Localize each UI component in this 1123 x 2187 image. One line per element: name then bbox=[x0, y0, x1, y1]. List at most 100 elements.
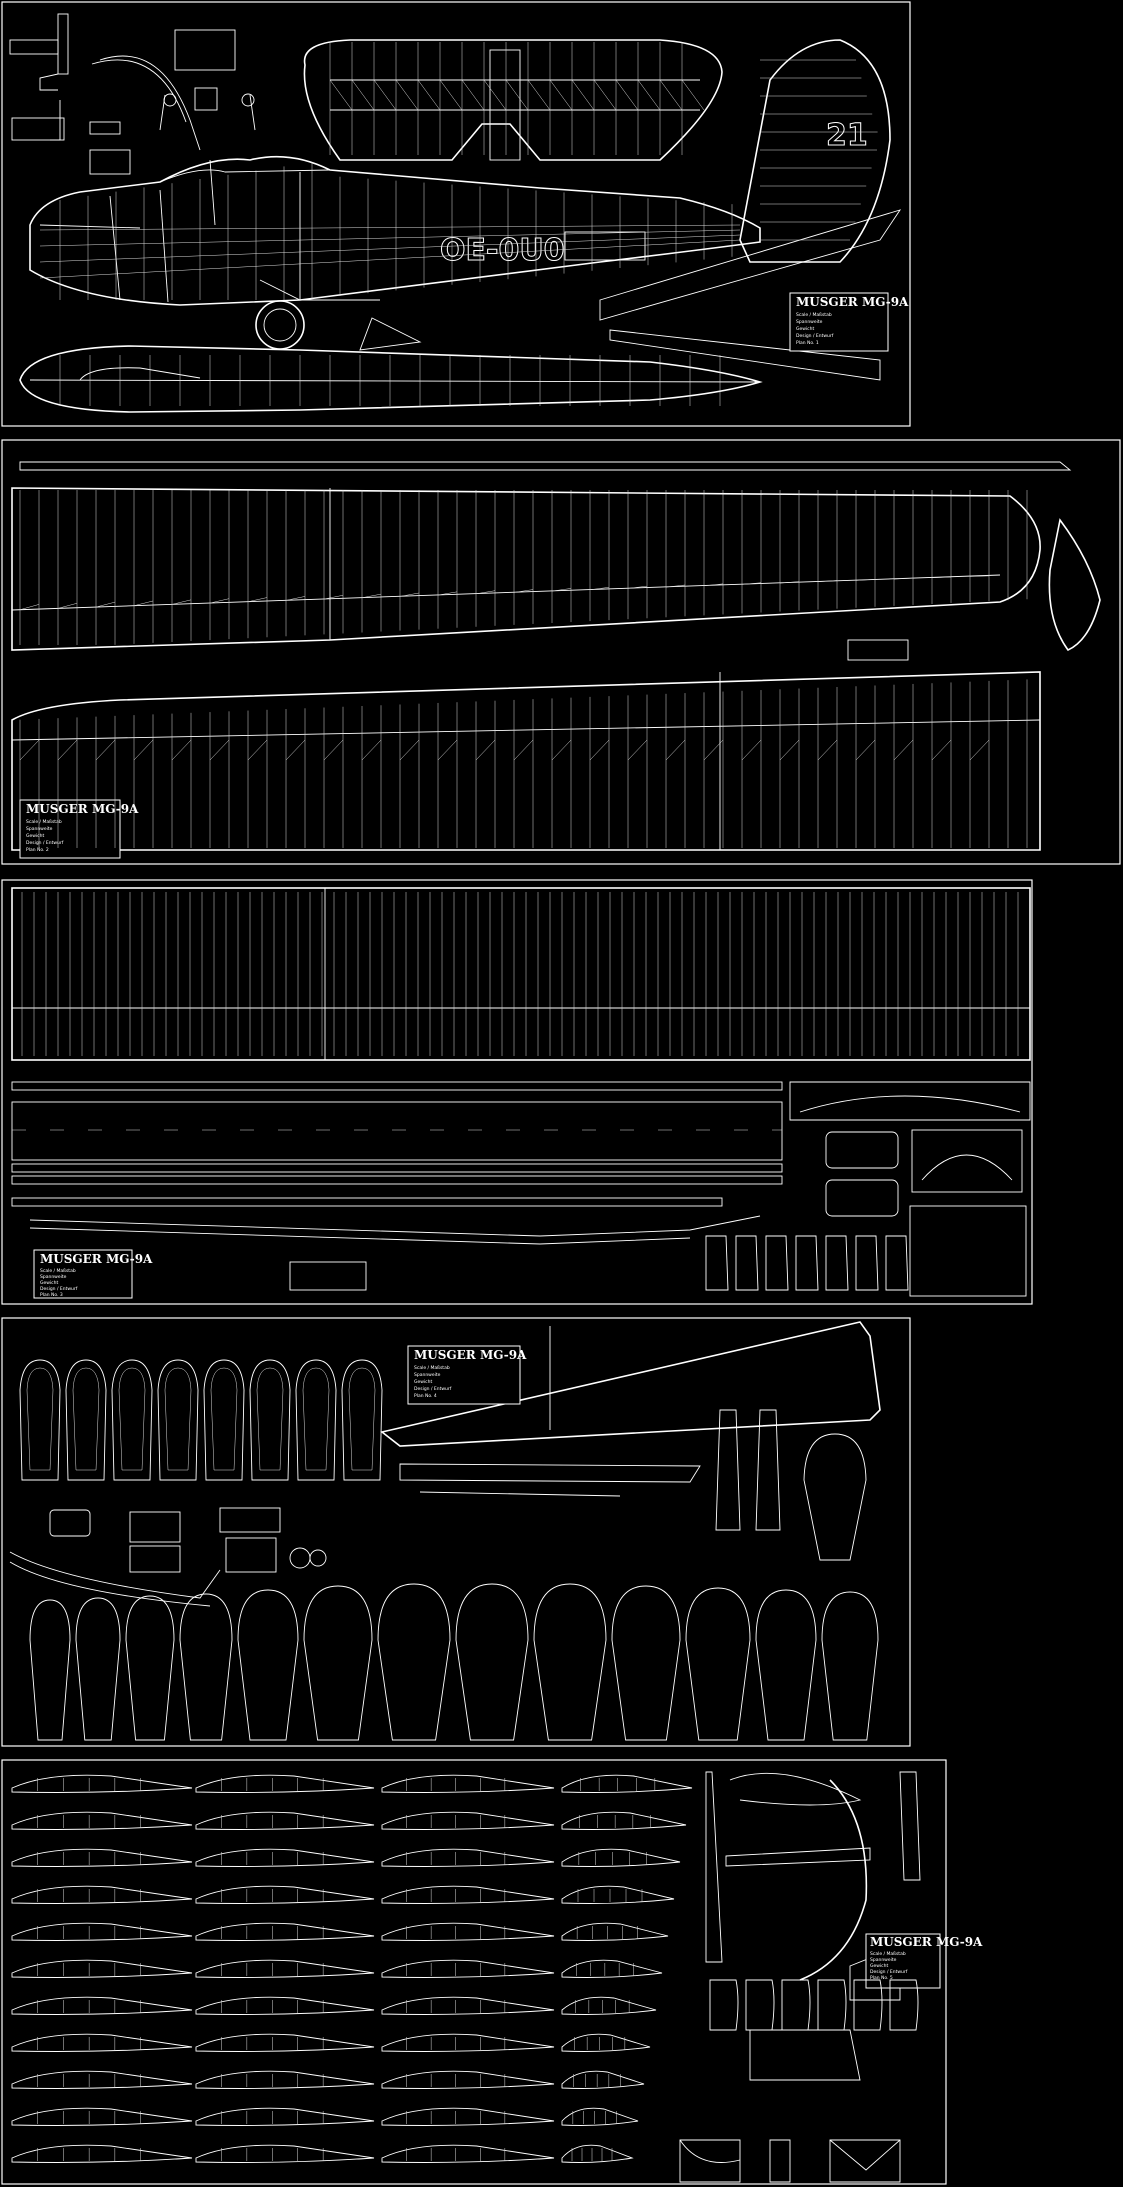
title-block-1-line-2: Spannweite bbox=[796, 319, 823, 325]
wing-rib-profile bbox=[11, 1959, 193, 1978]
wing-rib-profile bbox=[561, 1774, 693, 1793]
wing-diagonal bbox=[57, 603, 78, 609]
small-fittings bbox=[49, 1507, 327, 1573]
rib-part bbox=[855, 1235, 879, 1291]
wing-diagonal bbox=[741, 739, 762, 761]
wing-rib-profile bbox=[11, 2070, 193, 2089]
wing-diagonal bbox=[551, 588, 572, 592]
rib-panel bbox=[11, 887, 1031, 1061]
wing-rib-profile bbox=[381, 1996, 555, 2015]
detail-parts bbox=[9, 13, 256, 175]
rudder-frame-parts bbox=[679, 2029, 901, 2183]
fuselage-stringer bbox=[39, 224, 741, 231]
stabilizer-diagonal bbox=[549, 79, 573, 111]
wing-diagonal bbox=[399, 739, 420, 761]
wing-rib-profile bbox=[11, 1922, 193, 1941]
title-block-3-line-2: Spannweite bbox=[40, 1274, 67, 1280]
wing-rib-profile bbox=[195, 1959, 375, 1978]
title-block-2-line-3: Gewicht bbox=[26, 833, 45, 839]
title-block-1-line-3: Gewicht bbox=[796, 326, 815, 332]
fuselage-former-inner bbox=[210, 1367, 238, 1471]
wing-diagonal bbox=[703, 739, 724, 761]
title-block-4-line-1: Scale / Maßstab bbox=[414, 1365, 450, 1371]
wing-rib-profile bbox=[561, 1811, 687, 1830]
title-block-1: MUSGER MG-9A Scale / Maßstab Spannweite … bbox=[789, 292, 909, 352]
generated-parts bbox=[11, 42, 1028, 2163]
fuselage-former bbox=[295, 1359, 337, 1481]
rib-part bbox=[765, 1235, 789, 1291]
stabilizer-diagonal bbox=[351, 79, 375, 111]
wing-rib-profile bbox=[195, 2070, 375, 2089]
fuselage-former bbox=[611, 1585, 681, 1741]
wing-diagonal bbox=[171, 739, 192, 761]
wing-diagonal bbox=[855, 579, 876, 581]
title-block-2-line-5: Plan No. 2 bbox=[26, 847, 49, 853]
wing-diagonal bbox=[589, 587, 610, 591]
sheet-5: MUSGER MG-9A Scale / Maßstab Spannweite … bbox=[1, 1759, 983, 2185]
wing-rib-profile bbox=[11, 1885, 193, 1904]
wing-diagonal bbox=[171, 599, 192, 605]
wing-diagonal bbox=[893, 739, 914, 761]
wing-rib-profile bbox=[11, 1848, 193, 1867]
stabilizer-diagonal bbox=[681, 79, 705, 111]
fuselage-former bbox=[377, 1583, 451, 1741]
wing-diagonal bbox=[95, 601, 116, 608]
fuselage-former bbox=[75, 1597, 121, 1741]
wing-diagonal bbox=[323, 739, 344, 761]
canopy-frame-parts bbox=[789, 1081, 1031, 1297]
stabilizer-diagonal bbox=[329, 79, 353, 111]
title-block-5: MUSGER MG-9A Scale / Maßstab Spannweite … bbox=[865, 1933, 983, 1989]
wing-rib-profile bbox=[561, 2033, 651, 2052]
fuselage-former bbox=[237, 1589, 299, 1741]
wing-diagonal bbox=[931, 576, 952, 579]
fuselage-side-view bbox=[29, 155, 761, 351]
stabilizer-diagonal bbox=[395, 79, 419, 111]
fuselage-former bbox=[755, 1589, 817, 1741]
title-block-5-line-2: Spannweite bbox=[870, 1957, 897, 1963]
wing-rib-profile bbox=[561, 2107, 639, 2126]
title-block-2-line-2: Spannweite bbox=[26, 826, 53, 832]
wing-rib-profile bbox=[561, 1848, 681, 1867]
wing-rib-profile bbox=[561, 2070, 645, 2089]
wing-diagonal bbox=[285, 739, 306, 761]
rudder-rib bbox=[889, 1979, 919, 2031]
fuselage-former-inner bbox=[348, 1367, 376, 1471]
wing-diagonal bbox=[95, 739, 116, 761]
wing-rib-profile bbox=[195, 2107, 375, 2126]
wing-rib-profile bbox=[195, 1922, 375, 1941]
rib-part bbox=[795, 1235, 819, 1291]
fuselage-former bbox=[249, 1359, 291, 1481]
fuselage-former bbox=[111, 1359, 153, 1481]
wing-diagonal bbox=[247, 739, 268, 761]
wing-rib-profile bbox=[561, 1959, 663, 1978]
wing-diagonal bbox=[399, 592, 420, 597]
fuselage-former bbox=[125, 1595, 175, 1741]
wing-diagonal bbox=[551, 739, 572, 761]
wing-diagonal bbox=[513, 739, 534, 761]
wing-diagonal bbox=[817, 739, 838, 761]
stabilizer-diagonal bbox=[615, 79, 639, 111]
fin-number: 21 bbox=[826, 118, 868, 153]
fuselage-former bbox=[179, 1593, 233, 1741]
wing-diagonal bbox=[779, 581, 800, 584]
sheet-2: MUSGER MG-9A Scale / Maßstab Spannweite … bbox=[1, 439, 1121, 865]
wing-rib-profile bbox=[381, 1885, 555, 1904]
wing-rib-profile bbox=[561, 1922, 669, 1941]
wing-diagonal bbox=[475, 590, 496, 595]
title-block-4-line-3: Gewicht bbox=[414, 1379, 433, 1385]
wing-diagonal bbox=[437, 739, 458, 761]
wing-rib-profile bbox=[381, 2033, 555, 2052]
wing-diagonal bbox=[969, 575, 990, 577]
wing-rib-profile bbox=[381, 2107, 555, 2126]
wing-diagonal bbox=[627, 585, 648, 589]
rudder-rib bbox=[745, 1979, 775, 2031]
sheet-3: MUSGER MG-9A Scale / Maßstab Spannweite … bbox=[1, 879, 1033, 1305]
wing-diagonal bbox=[209, 739, 230, 761]
wing-rib-profile bbox=[11, 2144, 193, 2163]
wing-rib-profile bbox=[195, 1996, 375, 2015]
title-block-5-title: MUSGER MG-9A bbox=[870, 1935, 983, 1949]
stabilizer-diagonal bbox=[571, 79, 595, 111]
stabilizer-diagonal bbox=[461, 79, 485, 111]
former-side bbox=[755, 1409, 781, 1531]
rudder-rib bbox=[781, 1979, 811, 2031]
